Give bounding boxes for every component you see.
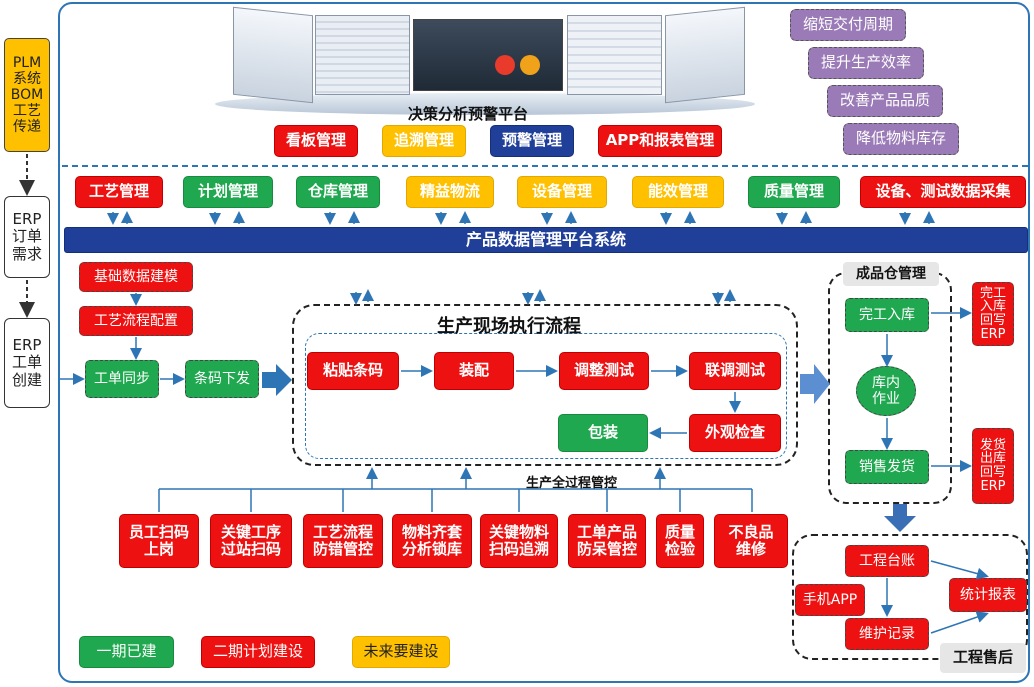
step-adjust-test: 调整测试	[559, 352, 649, 390]
basic-data-modeling: 基础数据建模	[79, 262, 193, 292]
step-assembly: 装配	[434, 352, 514, 390]
barcode-issue: 条码下发	[185, 360, 259, 398]
control-material-trace: 关键物料 扫码追溯	[480, 514, 558, 568]
goal-inventory: 降低物料库存	[843, 123, 959, 155]
goal-delivery: 缩短交付周期	[790, 9, 906, 41]
step-visual-inspection: 外观检查	[689, 414, 781, 452]
step-label-barcode: 粘贴条码	[307, 352, 399, 390]
module-lean-logistics: 精益物流	[406, 176, 494, 208]
project-ledger: 工程台账	[845, 545, 929, 577]
legend-future: 未来要建设	[352, 636, 450, 668]
alert-module: 预警管理	[490, 125, 574, 157]
process-control-label: 生产全过程管控	[526, 476, 618, 491]
finished-goods-in: 完工入库	[845, 298, 929, 332]
module-quality: 质量管理	[748, 176, 840, 208]
control-defect-repair: 不良品 维修	[714, 514, 788, 568]
module-process: 工艺管理	[75, 176, 163, 208]
process-flow-config: 工艺流程配置	[79, 306, 193, 336]
aftersales-container	[792, 534, 1028, 660]
execution-inner	[305, 333, 787, 459]
aftersales-title: 工程售后	[940, 643, 1026, 673]
erp-writeback-in: 完工 入库 回写 ERP	[972, 282, 1014, 346]
plm-bom-box: PLM 系统 BOM 工艺 传递	[4, 38, 50, 152]
control-quality-check: 质量 检验	[656, 514, 704, 568]
decision-platform-title: 决策分析预警平台	[408, 105, 529, 123]
goal-quality: 改善产品品质	[827, 85, 943, 117]
erp-writeback-out: 发货 出库 回写 ERP	[972, 428, 1014, 504]
workorder-sync: 工单同步	[85, 360, 159, 398]
control-material-lock: 物料齐套 分析锁库	[392, 514, 472, 568]
erp-order-box: ERP 订单 需求	[4, 196, 50, 278]
module-equipment: 设备管理	[517, 176, 607, 208]
main-frame	[58, 2, 1030, 683]
section-divider	[62, 165, 1028, 167]
erp-workorder-box: ERP 工单 创建	[4, 318, 50, 408]
warehouse-title: 成品仓管理	[843, 262, 939, 286]
sales-delivery: 销售发货	[845, 450, 929, 484]
in-warehouse-ops: 库内 作业	[856, 366, 916, 416]
step-joint-test: 联调测试	[689, 352, 781, 390]
execution-title: 生产现场执行流程	[437, 316, 581, 337]
trace-module: 追溯管理	[382, 125, 466, 157]
legend-phase1: 一期已建	[79, 636, 174, 668]
maintenance-record: 维护记录	[845, 618, 929, 650]
module-data-collection: 设备、测试数据采集	[860, 176, 1026, 208]
module-energy: 能效管理	[632, 176, 724, 208]
legend-phase2: 二期计划建设	[201, 636, 315, 668]
control-key-process: 关键工序 过站扫码	[210, 514, 292, 568]
execution-container	[292, 304, 798, 466]
control-workorder-foolproof: 工单产品 防呆管控	[568, 514, 646, 568]
kanban-module: 看板管理	[274, 125, 358, 157]
module-plan: 计划管理	[183, 176, 273, 208]
pdm-platform-bar: 产品数据管理平台系统	[64, 227, 1028, 253]
module-warehouse: 仓库管理	[296, 176, 380, 208]
app-report-module: APP和报表管理	[598, 125, 722, 157]
goal-efficiency: 提升生产效率	[808, 47, 924, 79]
control-process-errorproof: 工艺流程 防错管控	[303, 514, 383, 568]
mobile-app: 手机APP	[795, 584, 865, 616]
control-employee-scan: 员工扫码 上岗	[119, 514, 199, 568]
step-packing: 包装	[558, 414, 648, 452]
dashboard-screens-image	[215, 5, 755, 115]
